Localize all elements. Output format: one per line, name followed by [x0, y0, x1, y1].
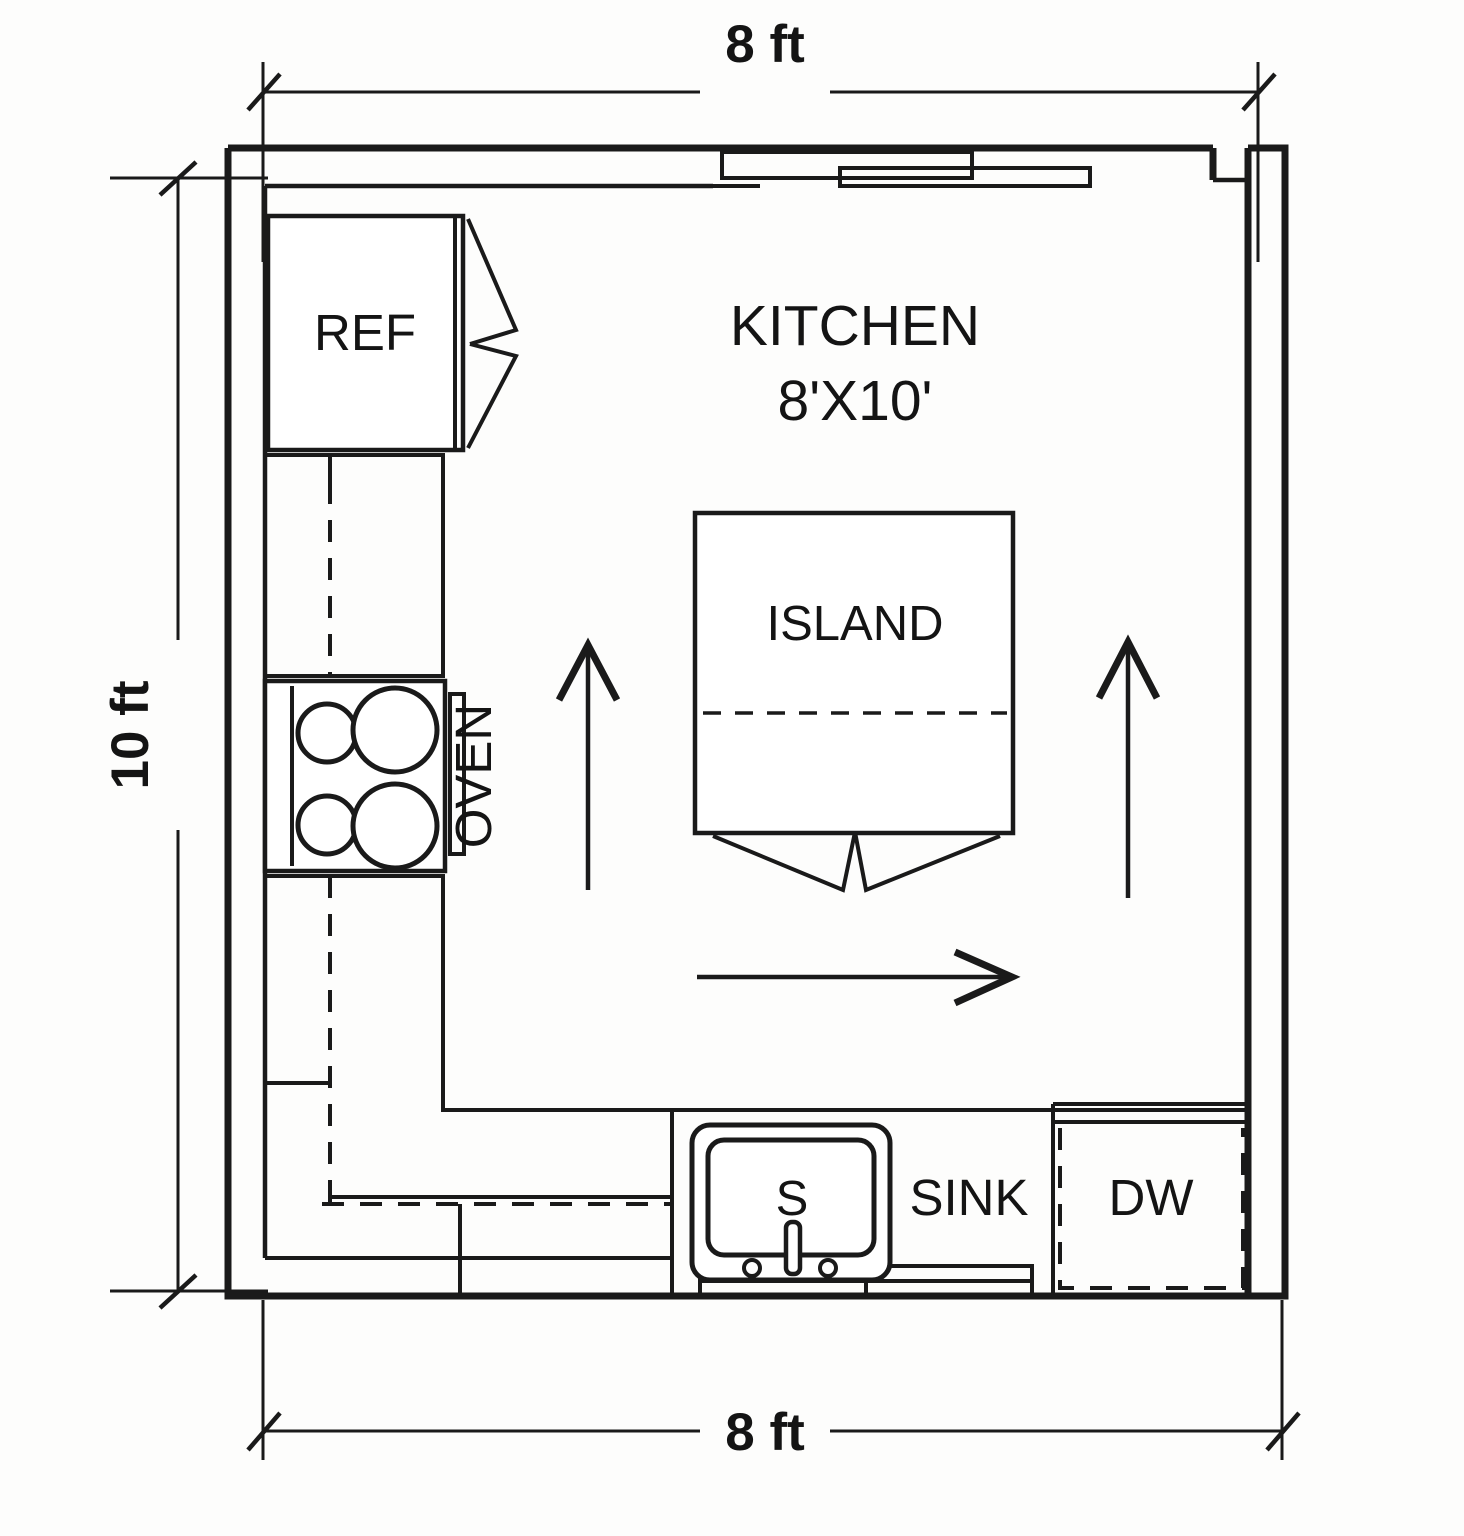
top-window-symbol [713, 150, 1092, 188]
oven-label: OVEN [445, 704, 502, 849]
sink-label: SINK [909, 1169, 1028, 1226]
island-fixture: ISLAND [692, 510, 1016, 893]
dishwasher-fixture: DW [1051, 1102, 1248, 1296]
refrigerator-fixture: REF [265, 213, 519, 453]
dimension-top [246, 62, 1277, 262]
dimension-left [110, 160, 268, 1310]
traffic-arrow-right [1095, 634, 1161, 898]
dimension-top-label: 8 ft [725, 15, 805, 74]
traffic-arrow-center [697, 948, 1021, 1007]
dishwasher-label: DW [1109, 1169, 1194, 1226]
dimension-bottom-label: 8 ft [725, 1403, 805, 1462]
left-lower-counter [265, 874, 674, 1296]
room-size-label: 8'X10' [778, 369, 933, 433]
refrigerator-label: REF [314, 304, 416, 361]
sink-fixture: S SINK [689, 1122, 1029, 1283]
left-upper-counter [265, 453, 445, 678]
traffic-arrow-left [555, 637, 621, 890]
room-title-group: KITCHEN 8'X10' [730, 294, 980, 433]
dimension-bottom [246, 1300, 1301, 1460]
island-label: ISLAND [766, 597, 943, 651]
page-title: KITCHEN [730, 294, 980, 358]
dimension-left-label: 10 ft [101, 681, 160, 790]
oven-cooktop-fixture: OVEN [262, 678, 502, 874]
sink-symbol-label: S [776, 1172, 809, 1226]
